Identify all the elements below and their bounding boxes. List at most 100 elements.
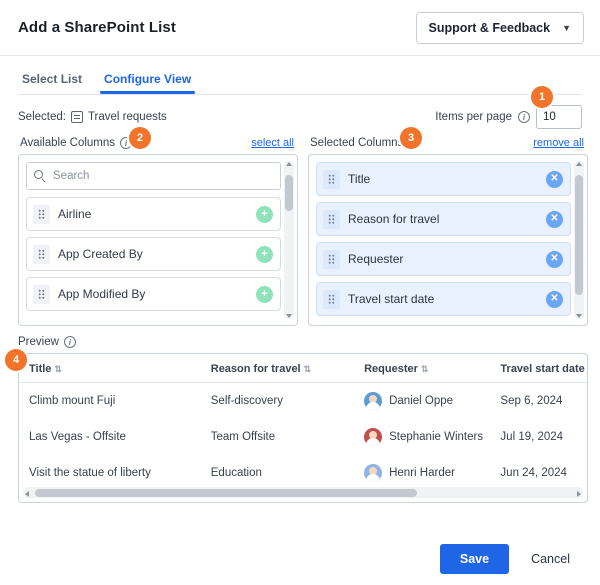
drag-handle-icon[interactable] — [323, 169, 340, 189]
list-item[interactable]: Reason for travel ✕ — [316, 202, 571, 236]
scroll-down-arrow-icon[interactable] — [285, 314, 292, 318]
drag-handle-icon[interactable] — [323, 249, 340, 269]
info-icon[interactable]: i — [518, 111, 530, 123]
items-per-page-label: Items per page — [435, 111, 512, 123]
app-header: Add a SharePoint List Support & Feedback… — [0, 0, 600, 56]
scrollbar-thumb[interactable] — [285, 175, 293, 211]
selected-list-name: Travel requests — [87, 111, 167, 123]
callout-badge-4: 4 — [5, 349, 27, 371]
selected-columns-header: Selected Columns remove all — [308, 135, 588, 154]
horizontal-scrollbar[interactable] — [23, 487, 583, 498]
table-header-row: Title⇅ Reason for travel⇅ Requester⇅ Tra… — [19, 354, 587, 383]
remove-column-button[interactable]: ✕ — [546, 290, 563, 308]
scrollbar-thumb[interactable] — [35, 488, 417, 497]
cell-reason: Education — [210, 467, 262, 479]
preview-table-container: Title⇅ Reason for travel⇅ Requester⇅ Tra… — [18, 353, 588, 503]
callout-badge-2: 2 — [129, 127, 151, 149]
available-columns-title-group: Available Columns i — [20, 137, 133, 149]
add-column-button[interactable]: + — [256, 245, 273, 263]
requester-name: Henri Harder — [389, 467, 455, 479]
tab-divider — [18, 94, 582, 95]
remove-all-link[interactable]: remove all — [533, 137, 584, 149]
selected-column-label: Requester — [348, 252, 404, 266]
preview-header: Preview i — [0, 326, 600, 353]
selected-column-label: Travel start date — [348, 292, 435, 306]
avatar — [364, 392, 383, 410]
drag-handle-icon[interactable] — [33, 204, 50, 224]
scroll-right-arrow-icon[interactable] — [577, 490, 581, 497]
list-item[interactable]: App Modified By + — [26, 277, 281, 311]
column-header-title[interactable]: Title⇅ — [19, 354, 201, 383]
sort-icon: ⇅ — [420, 364, 429, 374]
scroll-up-arrow-icon[interactable] — [575, 162, 582, 166]
remove-column-button[interactable]: ✕ — [546, 250, 563, 268]
requester-group: Henri Harder — [364, 464, 482, 482]
search-field-wrapper — [26, 162, 281, 190]
requester-group: Daniel Oppe — [364, 392, 482, 410]
available-columns-panel: Available Columns i select all Airline +… — [18, 135, 298, 326]
select-all-link[interactable]: select all — [251, 137, 294, 149]
column-header-travel-start-date[interactable]: Travel start date — [490, 354, 587, 383]
remove-column-button[interactable]: ✕ — [546, 210, 563, 228]
drag-handle-icon[interactable] — [33, 284, 50, 304]
items-per-page-input[interactable] — [536, 105, 582, 129]
cell-requester: Henri Harder — [354, 455, 490, 491]
column-header-reason[interactable]: Reason for travel⇅ — [200, 354, 355, 383]
column-header-requester[interactable]: Requester⇅ — [354, 354, 491, 383]
available-columns-list: Airline + App Created By + App Modified … — [18, 154, 298, 326]
table-row: Las Vegas - Offsite Team Offsite Stephan… — [19, 419, 587, 455]
available-column-label: App Created By — [58, 247, 143, 261]
available-column-label: App Modified By — [58, 287, 146, 301]
preview-title: Preview — [18, 336, 59, 348]
table-row: Visit the statue of liberty Education He… — [19, 455, 587, 491]
requester-name: Stephanie Winters — [389, 431, 484, 443]
cell-reason: Team Offsite — [210, 431, 276, 443]
vertical-scrollbar[interactable] — [284, 161, 294, 319]
remove-column-button[interactable]: ✕ — [546, 170, 563, 188]
selected-list-row: Selected: Travel requests Items per page… — [0, 95, 600, 133]
list-item[interactable]: Title ✕ — [316, 162, 571, 196]
save-button[interactable]: Save — [439, 544, 510, 574]
support-feedback-label: Support & Feedback — [428, 20, 551, 35]
column-header-label: Requester — [364, 363, 418, 375]
cell-requester: Stephanie Winters — [354, 419, 490, 455]
selected-list-label: Selected: — [18, 111, 66, 123]
info-icon[interactable]: i — [63, 336, 76, 348]
table-row: Climb mount Fuji Self-discovery Daniel O… — [19, 383, 587, 420]
scroll-left-arrow-icon[interactable] — [25, 490, 29, 497]
column-header-label: Title — [29, 363, 52, 375]
avatar — [364, 464, 383, 482]
preview-table: Title⇅ Reason for travel⇅ Requester⇅ Tra… — [19, 354, 587, 491]
selected-columns-title-group: Selected Columns — [310, 137, 403, 149]
selected-column-label: Reason for travel — [348, 212, 440, 226]
cell-date: Sep 6, 2024 — [500, 395, 563, 407]
tab-select-list[interactable]: Select List — [22, 72, 83, 86]
list-item[interactable]: App Created By + — [26, 237, 281, 271]
drag-handle-icon[interactable] — [33, 244, 50, 264]
drag-handle-icon[interactable] — [323, 289, 340, 309]
scrollbar-thumb[interactable] — [575, 175, 583, 295]
requester-group: Stephanie Winters — [364, 428, 484, 446]
drag-handle-icon[interactable] — [323, 209, 340, 229]
available-columns-header: Available Columns i select all — [18, 135, 298, 154]
support-feedback-button[interactable]: Support & Feedback ▼ — [415, 11, 584, 44]
sort-icon: ⇅ — [54, 364, 62, 374]
add-column-button[interactable]: + — [256, 285, 273, 303]
selected-column-label: Title — [348, 172, 371, 186]
tab-configure-view[interactable]: Configure View — [100, 68, 196, 94]
avatar — [364, 428, 383, 446]
page-title: Add a SharePoint List — [18, 19, 176, 36]
scroll-up-arrow-icon[interactable] — [285, 162, 292, 166]
list-item[interactable]: Travel start date ✕ — [316, 282, 571, 316]
list-item[interactable]: Airline + — [26, 197, 281, 231]
cell-date: Jun 24, 2024 — [500, 467, 567, 479]
list-icon — [70, 111, 83, 123]
search-input[interactable] — [26, 162, 281, 190]
available-column-label: Airline — [58, 207, 92, 221]
list-item[interactable]: Requester ✕ — [316, 242, 571, 276]
scroll-down-arrow-icon[interactable] — [575, 314, 582, 318]
cancel-button[interactable]: Cancel — [527, 544, 574, 574]
add-column-button[interactable]: + — [256, 205, 273, 223]
vertical-scrollbar[interactable] — [574, 161, 584, 319]
tab-bar: Select List Configure View — [0, 56, 600, 94]
